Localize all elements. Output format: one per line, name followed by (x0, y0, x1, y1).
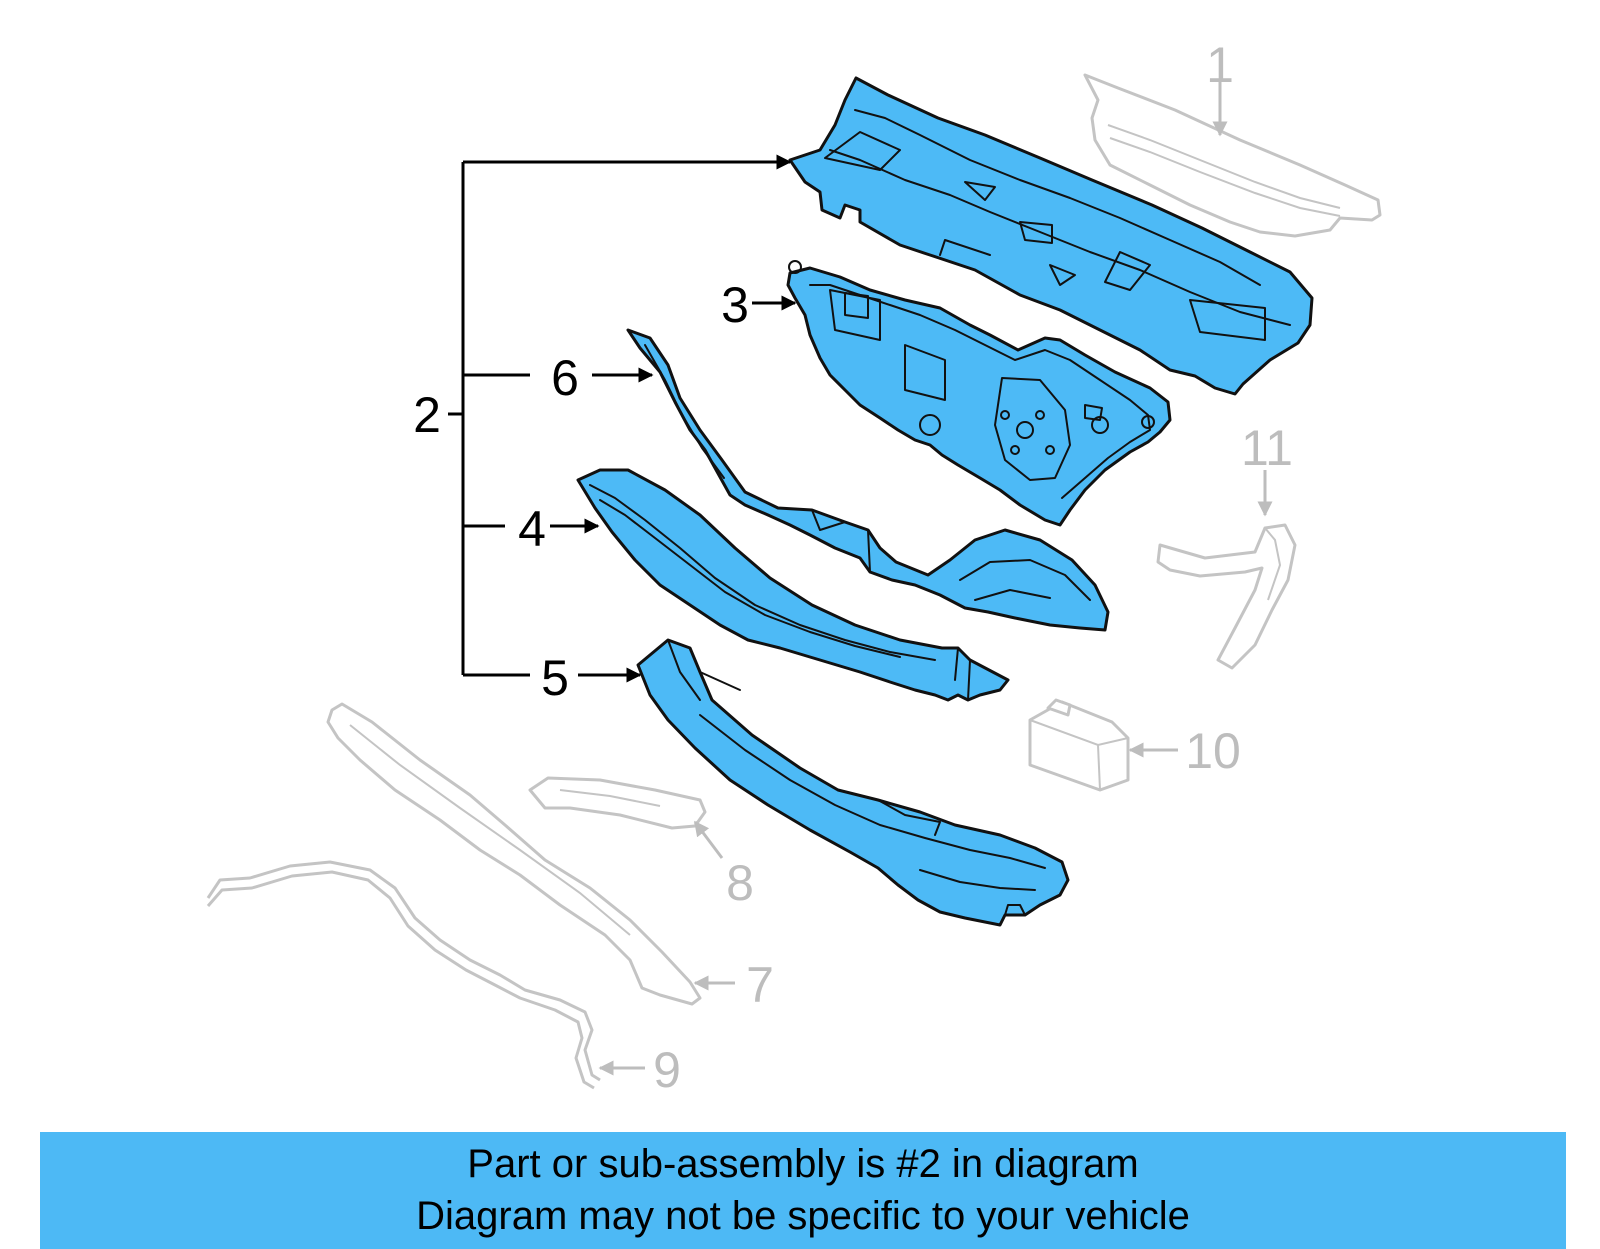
part-7-side-rail (326, 702, 702, 1006)
callout-8: 8 (726, 855, 754, 911)
callout-6: 6 (551, 350, 579, 406)
callout-3: 3 (721, 277, 749, 333)
part-8-bracket (528, 776, 707, 830)
part-3-dash-panel (786, 260, 1172, 527)
leader-lines (550, 80, 1273, 1076)
part-5-lower-panel (636, 638, 1070, 927)
part-6-rail (626, 328, 1110, 632)
info-banner: Part or sub-assembly is #2 in diagram Di… (40, 1132, 1566, 1249)
callout-2: 2 (413, 387, 441, 443)
part-9-cable (206, 860, 601, 1090)
bracket-2 (448, 154, 792, 677)
callout-11: 11 (1241, 420, 1293, 476)
part-4-cross-member (576, 468, 1010, 702)
part-11-bracket (1156, 523, 1297, 670)
callout-7: 7 (746, 957, 774, 1013)
part-1-cowl-top-panel (1083, 73, 1382, 238)
part-10-block (1028, 698, 1130, 792)
callout-5: 5 (541, 650, 569, 706)
callout-4: 4 (518, 501, 546, 557)
banner-line-2: Diagram may not be specific to your vehi… (416, 1194, 1190, 1238)
banner-line-1: Part or sub-assembly is #2 in diagram (467, 1142, 1139, 1186)
callout-9: 9 (653, 1042, 681, 1098)
part-2-cowl-panel (788, 76, 1314, 396)
callout-1: 1 (1206, 37, 1234, 93)
callout-10: 10 (1185, 723, 1241, 779)
